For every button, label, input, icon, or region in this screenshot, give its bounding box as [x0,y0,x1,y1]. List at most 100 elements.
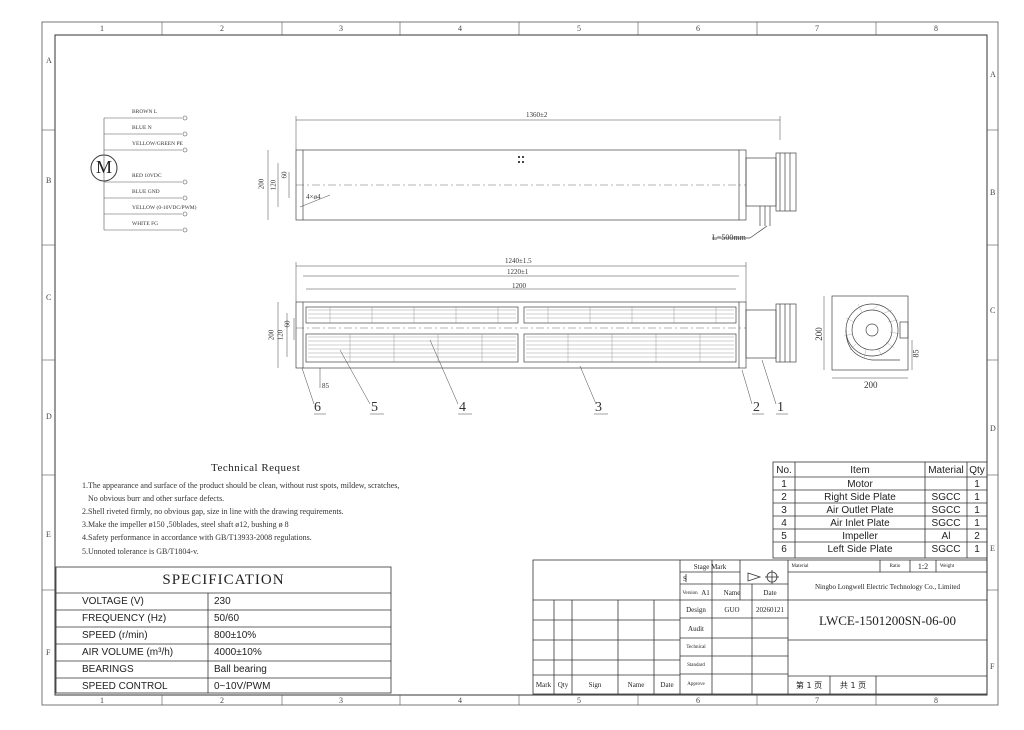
wire-label: YELLOW/GREEN PE [132,141,183,147]
technical-note: No obvious burr and other surface defect… [88,494,225,503]
dim-front-200: 200 [267,329,276,341]
callout-6: 6 [314,400,321,415]
grid-row-b: B [46,176,52,185]
wire-label: BLUE GND [132,189,160,195]
spec-key: AIR VOLUME (m³/h) [82,647,174,658]
bom-cell: SGCC [931,543,961,555]
bom-cell: 4 [781,517,787,529]
bom-cell: 1 [974,478,980,490]
bom-cell: Motor [847,478,873,490]
bom-cell: 5 [781,530,787,542]
bom-cell: 2 [781,491,787,503]
grid-col-8: 8 [934,24,938,33]
bom-header-item: Item [850,464,870,476]
grid-row-c: C [46,293,52,302]
dim-side-200-width: 200 [864,380,878,390]
grid-col-6: 6 [696,24,700,33]
grid-col-7: 7 [815,24,819,33]
callout-5: 5 [371,400,378,415]
bom-cell: Impeller [842,530,878,542]
technical-note: 5.Unnoted tolerance is GB/T1804-v. [82,547,199,556]
spec-key: SPEED (r/min) [82,630,148,641]
technical-note: 2.Shell riveted firmly, no obvious gap, … [82,507,344,516]
spec-row: BEARINGS Ball bearing [56,661,391,678]
page-number: 第 1 页 [795,681,823,690]
bom-header-no: No. [776,464,792,476]
dim-front-1200: 1200 [512,282,526,290]
grid-col-7-bottom: 7 [815,696,819,705]
technical-label: Technical [686,645,706,650]
callout-4: 4 [459,400,466,415]
grid-col-4-bottom: 4 [458,696,462,705]
grid-col-3: 3 [339,24,343,33]
grid-col-5: 5 [577,24,581,33]
qty-header: Qty [557,681,569,689]
bom-cell: SGCC [931,491,961,503]
name-col-header: Name [627,681,645,689]
ratio-label: Ratio [889,564,901,569]
callout-2: 2 [753,400,760,415]
grid-col-6-bottom: 6 [696,696,700,705]
technical-note: 4.Safety performance in accordance with … [82,533,312,542]
wire-label: RED 10VDC [132,173,162,179]
dim-side-200-height: 200 [813,327,824,341]
wire-label: BROWN L [132,109,158,115]
spec-key: FREQUENCY (Hz) [82,613,167,624]
wire-label: WHITE FG [132,221,159,227]
dim-front-1220: 1220±1 [507,268,529,276]
spec-key: BEARINGS [82,664,134,675]
bom-cell: 3 [781,504,787,516]
stage-value: S [683,574,687,583]
grid-col-2: 2 [220,24,224,33]
date-col-header: Date [660,681,674,689]
grid-col-3-bottom: 3 [339,696,343,705]
wire-label: YELLOW (0-10VDC/PWM) [132,205,197,211]
callout-1: 1 [777,400,784,415]
grid-col-5-bottom: 5 [577,696,581,705]
bom-cell: SGCC [931,504,961,516]
spec-value: 50/60 [214,613,240,624]
wire-label: BLUE N [132,125,152,131]
spec-row: AIR VOLUME (m³/h)4000±10% [56,644,391,661]
technical-request-title: Technical Request [211,462,301,474]
dim-top-hole: 4×ø4 [306,193,321,201]
version-value: A1 [701,589,710,597]
name-header: Name [723,589,741,597]
technical-note: 1.The appearance and surface of the prod… [82,481,400,490]
bom-cell: 1 [974,491,980,503]
grid-row-a: A [46,56,52,65]
stage-mark-label: Stage Mark [693,562,727,571]
callout-3: 3 [595,400,602,415]
bom-cell: 2 [974,530,980,542]
date-header: Date [763,589,777,597]
grid-row-b-right: B [990,188,996,197]
bom-cell: 1 [974,504,980,516]
audit-label: Audit [688,624,704,633]
bom-cell: Al [941,530,951,542]
bom-header-qty: Qty [969,464,985,476]
grid-row-d-right: D [990,424,996,433]
dim-cable-length: L=500mm [712,233,746,242]
ratio-value: 1:2 [917,562,929,571]
spec-row: VOLTAGE (V)230 [56,593,391,610]
material-label: Material [791,564,809,569]
spec-key: VOLTAGE (V) [82,596,144,607]
design-date: 20260121 [756,605,784,614]
weight-label: Weight [939,564,955,569]
drawing-number: LWCE-1501200SN-06-00 [819,612,956,628]
specification-title: SPECIFICATION [162,571,285,588]
grid-row-f: F [46,648,51,657]
spec-key: SPEED CONTROL [82,681,168,692]
grid-row-d: D [46,412,52,421]
spec-value: Ball bearing [214,664,267,675]
dim-front-60: 60 [283,320,292,328]
dim-front-120: 120 [276,329,285,341]
bom-cell: Air Inlet Plate [830,517,890,529]
dim-side-85: 85 [911,349,921,358]
dim-top-60: 60 [280,171,289,179]
approve-label: Approve [687,682,705,687]
bom-cell [925,478,967,490]
bom-cell: 1 [974,543,980,555]
